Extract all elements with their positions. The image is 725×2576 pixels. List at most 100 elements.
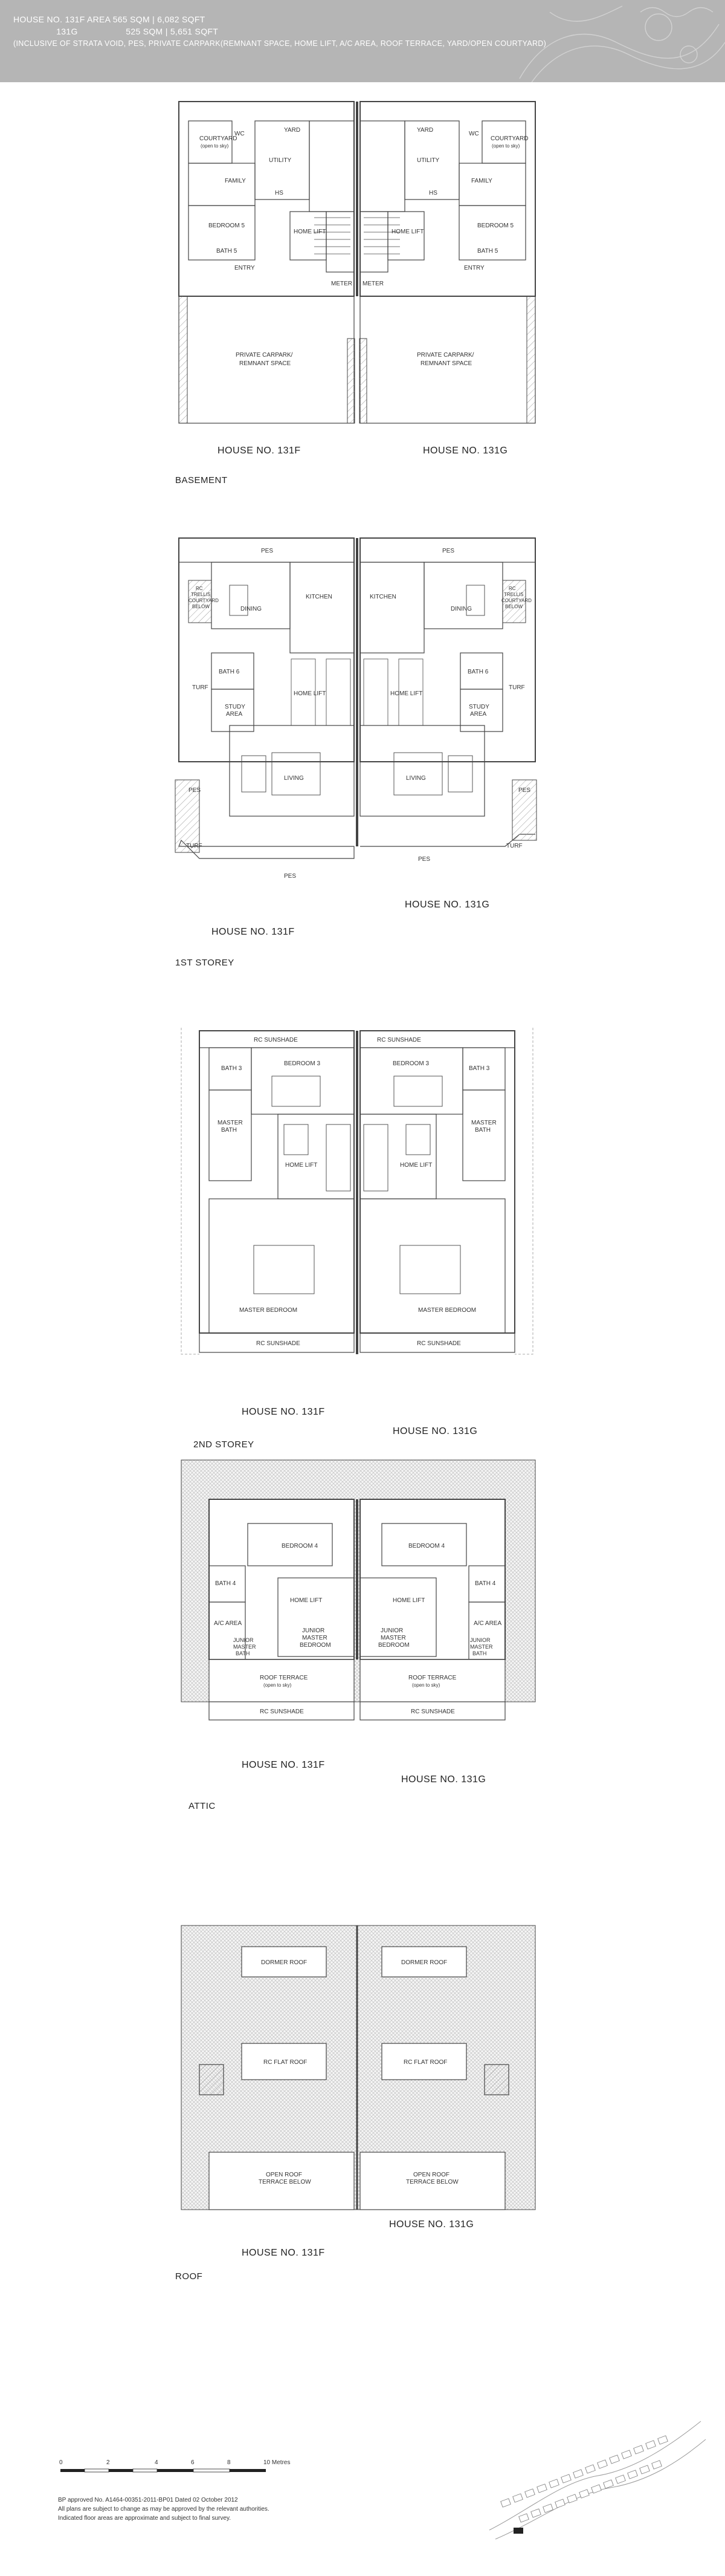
pes-top-r: PES xyxy=(442,548,454,554)
house-label-second-l: HOUSE NO. 131F xyxy=(242,1407,325,1417)
entry-label-r: ENTRY xyxy=(464,265,485,271)
master-bath-l1: MASTER xyxy=(218,1120,243,1126)
family-label-r: FAMILY xyxy=(471,178,492,184)
dormer-label-r: DORMER ROOF xyxy=(401,1959,447,1966)
junior-bed-l3: BEDROOM xyxy=(300,1642,331,1649)
floor-name-first: 1ST STOREY xyxy=(175,958,234,968)
bath6-label-l: BATH 6 xyxy=(219,669,240,675)
courtyard-label-r: COURTYARD xyxy=(491,135,528,142)
home-lift-attic-r: HOME LIFT xyxy=(393,1597,425,1604)
scale-bar: 0 2 4 6 8 10 Metres xyxy=(59,2459,290,2473)
footnote-bp: BP approved No. A1464-00351-2011-BP01 Da… xyxy=(58,2497,238,2503)
master-bath-l2: BATH xyxy=(221,1127,237,1134)
home-lift-first-r: HOME LIFT xyxy=(390,690,422,697)
home-lift-second-r: HOME LIFT xyxy=(400,1162,432,1169)
family-label-l: FAMILY xyxy=(225,178,246,184)
bedroom5-label-l: BEDROOM 5 xyxy=(208,222,245,229)
master-bedroom-l: MASTER BEDROOM xyxy=(239,1307,297,1314)
sunshade-attic-r: RC SUNSHADE xyxy=(411,1708,455,1715)
house-label-basement-r: HOUSE NO. 131G xyxy=(423,446,508,456)
trellis-l2: TRELLIS xyxy=(191,592,210,597)
bath3-label-l: BATH 3 xyxy=(221,1065,242,1072)
roof-plan xyxy=(181,1925,536,2210)
bedroom3-label-l: BEDROOM 3 xyxy=(284,1060,320,1067)
area-line-1: HOUSE NO. 131F AREA 565 SQM | 6,082 SQFT xyxy=(13,15,205,24)
pes-top-l: PES xyxy=(261,548,273,554)
courtyard-sub-l: (open to sky) xyxy=(201,143,229,149)
open-roof-l2: TERRACE BELOW xyxy=(259,2179,311,2185)
master-bath-r1: MASTER xyxy=(471,1120,497,1126)
bath4-label-r: BATH 4 xyxy=(475,1580,496,1587)
rc-flat-label-r: RC FLAT ROOF xyxy=(404,2059,447,2066)
junior-bath-l3: BATH xyxy=(236,1650,250,1656)
kitchen-label-l: KITCHEN xyxy=(306,594,332,600)
bath4-label-l: BATH 4 xyxy=(215,1580,236,1587)
floor-name-basement: BASEMENT xyxy=(175,475,228,485)
dining-label-r: DINING xyxy=(451,606,472,612)
junior-bed-l1: JUNIOR xyxy=(302,1627,324,1634)
trellis-l4: BELOW xyxy=(192,604,210,609)
trellis-r1: RC xyxy=(509,586,516,591)
carpark-label-l1: PRIVATE CARPARK/ xyxy=(236,352,293,358)
footnotes: BP approved No. A1464-00351-2011-BP01 Da… xyxy=(58,2496,269,2523)
wc-label-r: WC xyxy=(469,131,479,137)
house-label-roof-l: HOUSE NO. 131F xyxy=(242,2248,325,2258)
turf-label-l: TURF xyxy=(192,684,208,691)
bath6-label-r: BATH 6 xyxy=(468,669,489,675)
bath3-label-r: BATH 3 xyxy=(469,1065,490,1072)
home-lift-label-r: HOME LIFT xyxy=(392,229,424,235)
junior-bed-l2: MASTER xyxy=(302,1635,327,1641)
rc-flat-label-l: RC FLAT ROOF xyxy=(263,2059,307,2066)
key-plan-site-map xyxy=(489,2421,706,2540)
wc-label-l: WC xyxy=(234,131,245,137)
open-roof-l1: OPEN ROOF xyxy=(266,2172,302,2178)
second-storey-plan xyxy=(181,1028,533,1355)
utility-label-l: UTILITY xyxy=(269,157,292,164)
meter-label-l: METER xyxy=(331,281,352,287)
scale-tick-4: 4 xyxy=(155,2459,158,2466)
area-line-3: (INCLUSIVE OF STRATA VOID, PES, PRIVATE … xyxy=(13,39,547,48)
study2-label-l: AREA xyxy=(226,711,243,718)
trellis-r3: COURTYARD xyxy=(501,598,532,603)
attic-labels: BEDROOM 4 BEDROOM 4 BATH 4 BATH 4 A/C AR… xyxy=(214,1543,501,1715)
house-label-attic-l: HOUSE NO. 131F xyxy=(242,1760,325,1770)
study-label-l: STUDY xyxy=(225,704,245,710)
first-storey-labels: PES PES DINING DINING KITCHEN KITCHEN RC… xyxy=(186,548,532,880)
house-label-roof-r: HOUSE NO. 131G xyxy=(389,2219,474,2230)
bedroom4-label-r: BEDROOM 4 xyxy=(408,1543,445,1549)
attic-plan xyxy=(181,1459,536,1721)
area-info: HOUSE NO. 131F AREA 565 SQM | 6,082 SQFT… xyxy=(13,13,546,50)
hs-label-r: HS xyxy=(429,190,437,196)
carpark-label-l2: REMNANT SPACE xyxy=(239,360,291,367)
dormer-label-l: DORMER ROOF xyxy=(261,1959,307,1966)
roof-terrace-r: ROOF TERRACE xyxy=(408,1675,457,1681)
trellis-r2: TRELLIS xyxy=(504,592,523,597)
floor-name-attic: ATTIC xyxy=(188,1801,216,1811)
first-storey-plan xyxy=(175,537,537,859)
courtyard-sub-r: (open to sky) xyxy=(492,143,520,149)
sunshade-top-l: RC SUNSHADE xyxy=(254,1037,298,1043)
sunshade-attic-l: RC SUNSHADE xyxy=(260,1708,304,1715)
junior-bath-r2: MASTER xyxy=(470,1644,493,1650)
roof-terrace-sub-l: (open to sky) xyxy=(263,1682,292,1688)
floor-name-roof: ROOF xyxy=(175,2271,203,2282)
bedroom4-label-l: BEDROOM 4 xyxy=(282,1543,318,1549)
junior-bath-l1: JUNIOR xyxy=(233,1637,254,1643)
living-label-l: LIVING xyxy=(284,775,304,782)
open-roof-r2: TERRACE BELOW xyxy=(406,2179,459,2185)
junior-bed-r3: BEDROOM xyxy=(378,1642,410,1649)
yard-label-r: YARD xyxy=(417,127,433,134)
scale-tick-6: 6 xyxy=(191,2459,195,2466)
area-line-2: 131G 525 SQM | 5,651 SQFT xyxy=(13,27,219,36)
junior-bath-r3: BATH xyxy=(472,1650,486,1656)
decorative-pattern xyxy=(519,5,725,82)
bath5-label-r: BATH 5 xyxy=(477,248,498,255)
yard-label-l: YARD xyxy=(284,127,300,134)
junior-bath-l2: MASTER xyxy=(233,1644,256,1650)
dining-label-l: DINING xyxy=(240,606,262,612)
study2-label-r: AREA xyxy=(470,711,487,718)
sunshade-top-r: RC SUNSHADE xyxy=(377,1037,421,1043)
trellis-l3: COURTYARD xyxy=(188,598,219,603)
house-label-basement-l: HOUSE NO. 131F xyxy=(218,446,301,456)
courtyard-label-l: COURTYARD xyxy=(199,135,237,142)
